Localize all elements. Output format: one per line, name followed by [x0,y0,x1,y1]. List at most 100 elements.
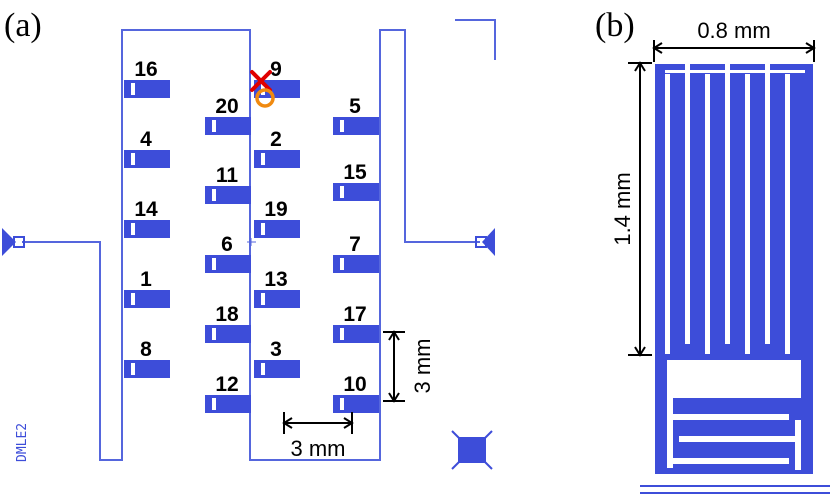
sample-5: 5 [333,95,379,135]
corner-mark-top-right [455,19,496,60]
sample-number: 4 [140,128,152,151]
bottom-rule [640,485,830,494]
panel-b-label: (b) [595,7,635,44]
sample-pad-notch [131,363,135,375]
center-crosshair [247,238,256,246]
finger-gap [745,74,750,354]
chip-outline-trace [22,29,480,461]
sample-3: 3 [254,338,300,378]
height-dimension-label: 1.4 mm [610,172,635,245]
sample-pad [124,360,170,378]
sample-pad [333,183,379,201]
sample-13: 13 [254,268,300,308]
sample-19: 19 [254,198,300,238]
sample-number: 5 [349,95,361,118]
sample-pad-notch [131,223,135,235]
sample-18: 18 [205,303,251,343]
sample-pad [254,150,300,168]
panel-b: 0.8 mm 1.4 mm [610,18,830,494]
sample-pad-notch [212,120,216,132]
vertical-scale-label: 3 mm [410,339,435,394]
sample-number: 19 [264,198,287,221]
sample-number: 17 [343,303,366,326]
sample-pad [254,360,300,378]
sample-17: 17 [333,303,379,343]
finger-gap [765,64,770,344]
sample-number: 14 [134,198,158,221]
sample-number: 13 [264,268,287,291]
width-dimension [652,40,816,62]
sample-pad-notch [261,223,265,235]
sample-pad-notch [340,186,344,198]
sample-pad [124,290,170,308]
sample-pad-notch [212,398,216,410]
finger-gap [685,64,690,344]
sample-pad [333,255,379,273]
electrode-window [667,360,801,398]
sample-pad [254,220,300,238]
width-dimension-label: 0.8 mm [697,18,770,43]
sample-number: 10 [343,373,366,396]
sample-number: 8 [140,338,152,361]
sample-pad [254,290,300,308]
sample-pad-notch [340,398,344,410]
sample-8: 8 [124,338,170,378]
finger-gap [725,64,730,344]
sample-number: 11 [216,164,239,187]
sample-pad-notch [340,328,344,340]
sample-pad-notch [212,258,216,270]
panel-a [22,19,496,461]
sample-15: 15 [333,161,379,201]
sample-pad [205,117,251,135]
sample-4: 4 [124,128,170,168]
sample-pad-notch [261,153,265,165]
horizontal-scale-bar [282,412,354,434]
sample-pad [205,325,251,343]
sample-pad [124,80,170,98]
sample-pad-notch [212,189,216,201]
serpentine-trace [667,398,801,470]
finger-gap [665,74,670,354]
sample-number: 3 [270,338,282,361]
sample-pad-notch [212,328,216,340]
sample-number: 6 [221,233,233,256]
sample-12: 12 [205,373,251,413]
alignment-mark-bottom-right [451,430,493,470]
contact-pad-right [475,228,495,256]
sample-number: 2 [270,128,282,151]
sample-pad [333,395,379,413]
sample-20: 20 [205,95,251,135]
sample-number: 16 [134,58,157,81]
orange-circle-marker [255,88,275,108]
sample-pad [205,255,251,273]
sample-pad-notch [340,120,344,132]
panel-a-label: (a) [4,7,42,44]
red-cross-marker [250,70,272,92]
sample-number: 20 [215,95,238,118]
sample-number: 12 [215,373,238,396]
finger-gap [785,74,790,354]
sample-pad [205,186,251,204]
sample-14: 14 [124,198,170,238]
electrode-fingers [665,64,805,354]
sample-pad-notch [131,83,135,95]
sample-1: 1 [124,268,170,308]
sample-10: 10 [333,373,379,413]
sample-6: 6 [205,233,251,273]
sample-number: 7 [349,233,361,256]
sample-pad-notch [261,293,265,305]
sample-pad [333,117,379,135]
sample-7: 7 [333,233,379,273]
finger-top-gap [665,70,805,73]
chip-id-label: DMLE2 [15,423,30,462]
sample-pad-notch [261,363,265,375]
sample-number: 15 [343,161,367,184]
contact-pad-left [2,228,25,256]
sample-pad-notch [340,258,344,270]
sample-pad-notch [131,293,135,305]
sample-number: 1 [140,268,152,291]
sample-number: 9 [270,58,282,81]
vertical-scale-bar [383,330,405,403]
height-dimension [628,61,652,357]
